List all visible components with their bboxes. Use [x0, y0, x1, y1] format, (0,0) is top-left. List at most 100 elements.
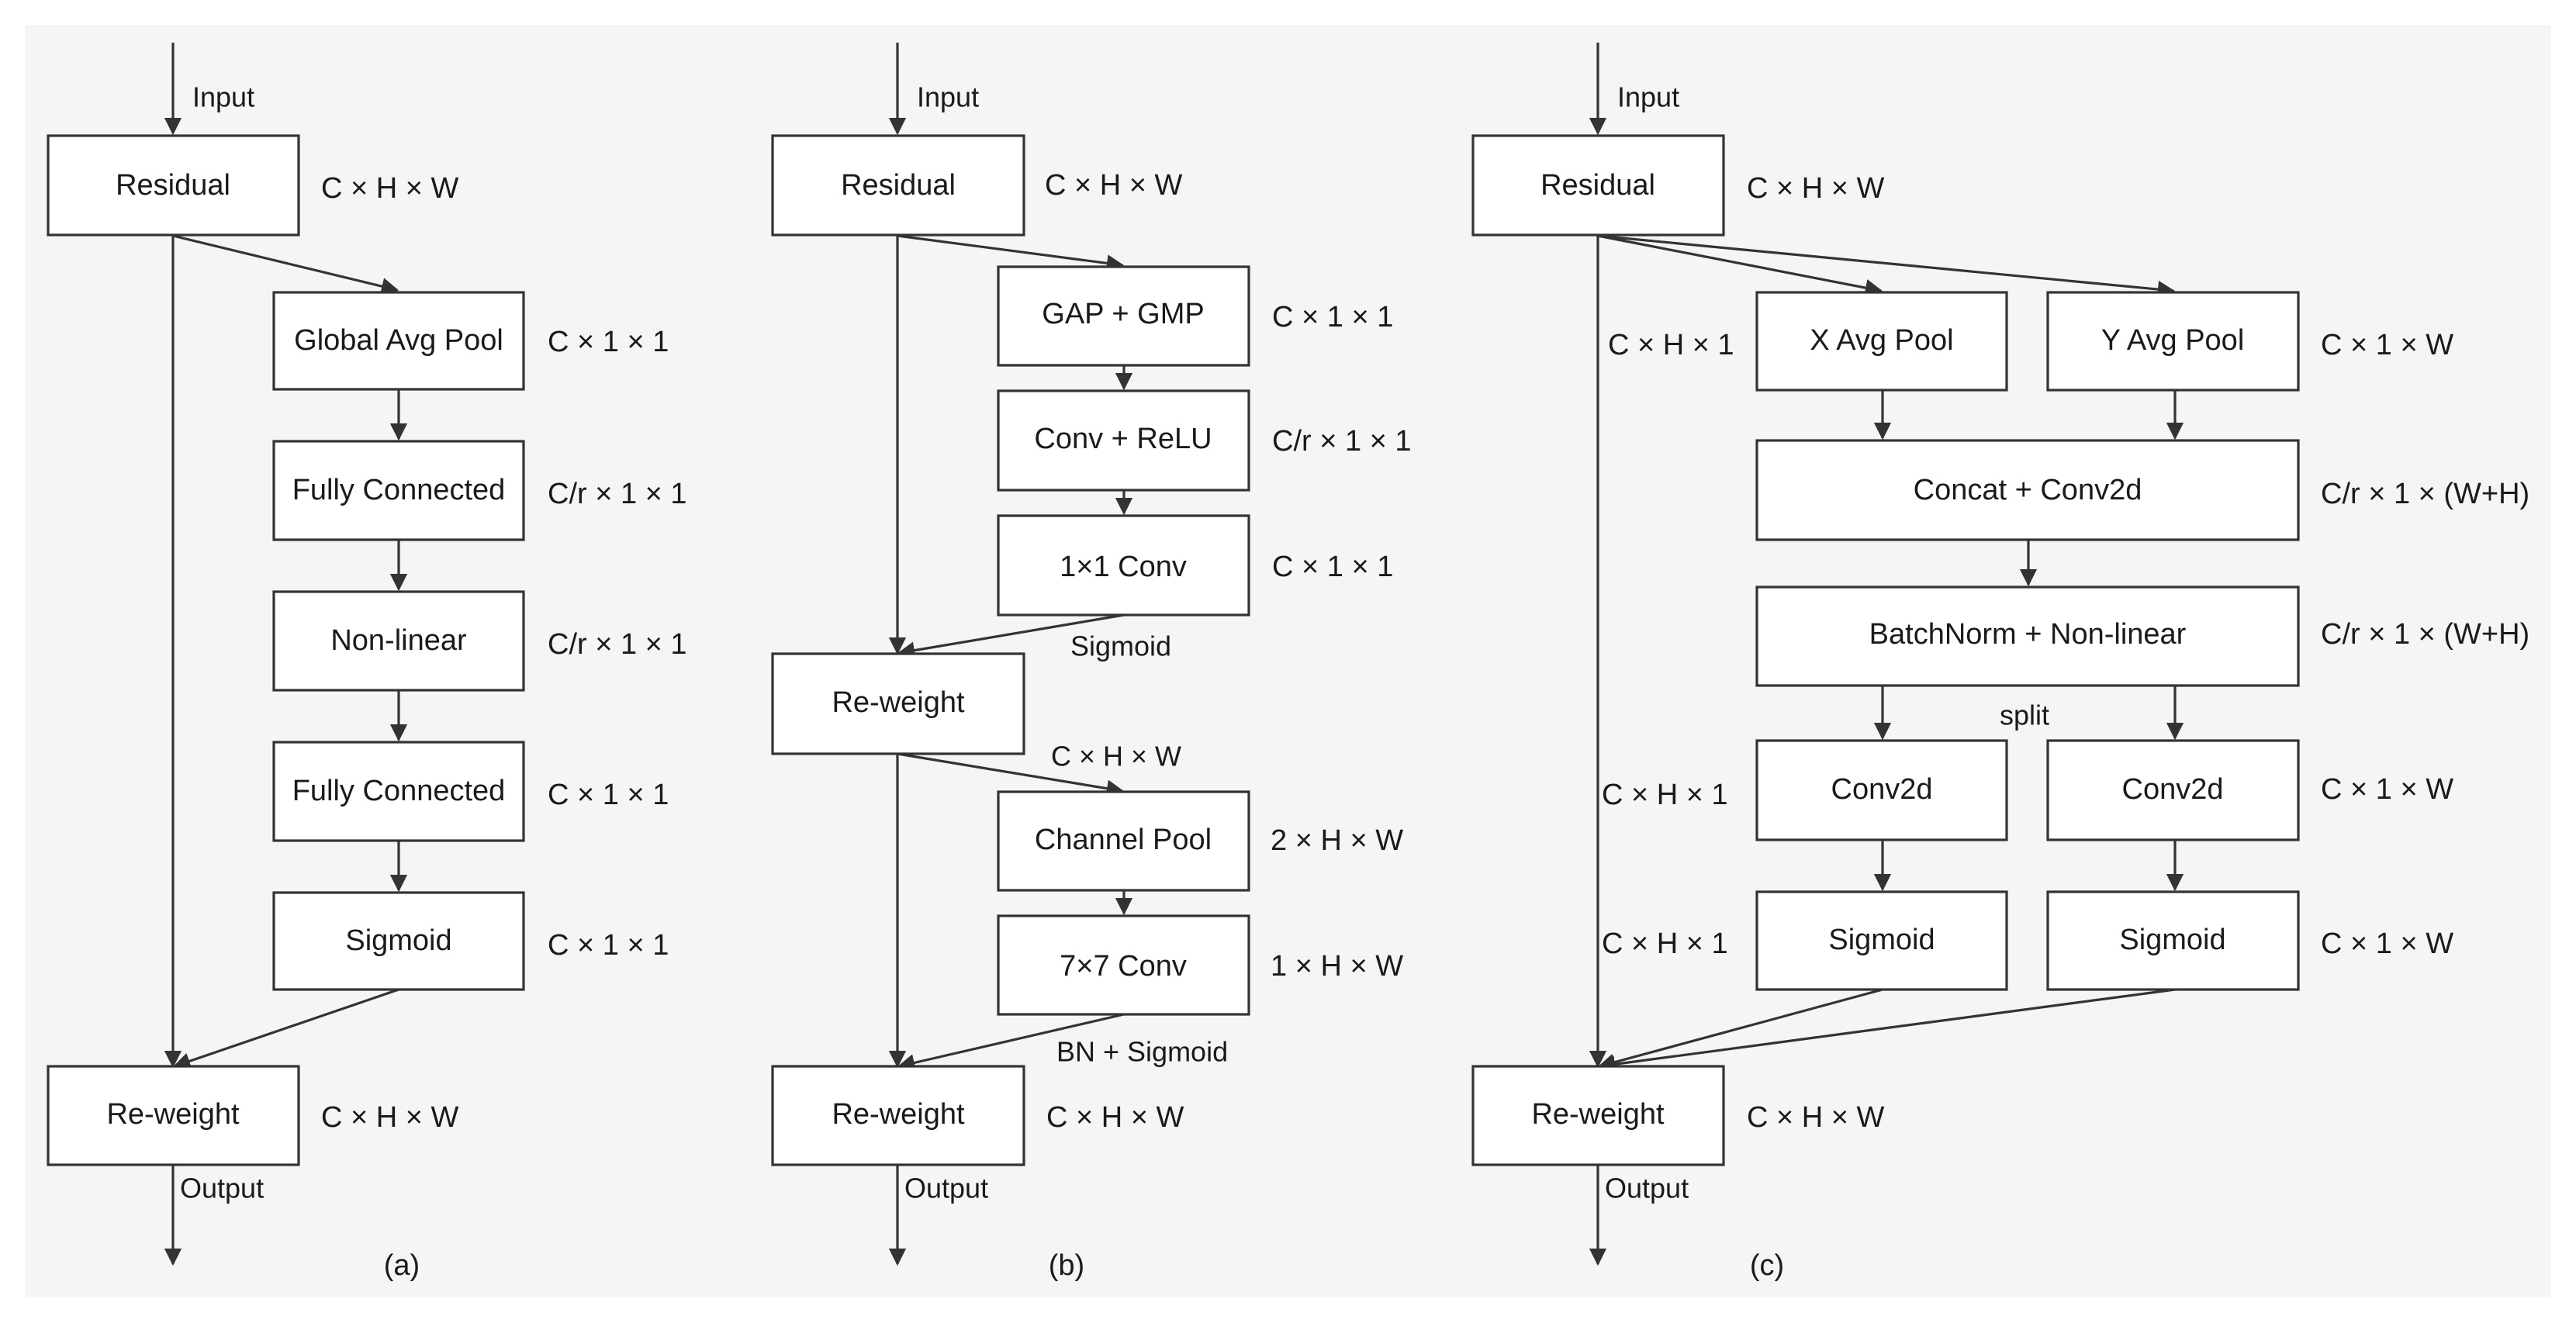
c-y-conv2d-box — [2046, 739, 2300, 841]
a-sigmoid-dim: C × 1 × 1 — [548, 929, 669, 962]
c-concat-conv-box — [1755, 439, 2300, 541]
panel-b: Input Output Residual C × H × W GAP + GM… — [771, 43, 1412, 1282]
a-global-avg-pool-label: Global Avg Pool — [294, 324, 503, 357]
b-residual-box — [771, 134, 1025, 237]
b-channel-sigmoid-label: Sigmoid — [1070, 630, 1171, 662]
c-y-sigmoid-dim: C × 1 × W — [2321, 927, 2453, 960]
b-conv-relu-box — [997, 389, 1250, 492]
c-x-avg-pool-label: X Avg Pool — [1810, 324, 1953, 357]
c-residual-dim: C × H × W — [1747, 172, 1884, 205]
b-output-label: Output — [904, 1173, 988, 1204]
a-reweight-box — [47, 1065, 300, 1166]
c-y-conv2d-label: Conv2d — [2122, 773, 2224, 806]
a-caption: (a) — [384, 1249, 420, 1282]
a-residual-dim: C × H × W — [321, 172, 458, 205]
a-sigmoid-merge-arrow — [172, 988, 399, 1070]
c-x-avg-pool-box — [1755, 291, 2008, 392]
c-residual-label: Residual — [1540, 169, 1655, 202]
b-caption: (b) — [1049, 1249, 1084, 1282]
b-7x7-conv-dim: 1 × H × W — [1271, 950, 1403, 983]
c-y-avg-pool-label: Y Avg Pool — [2101, 324, 2245, 357]
c-x-conv2d-label: Conv2d — [1831, 773, 1933, 806]
c-y-avg-pool-box — [2046, 291, 2300, 392]
b-input-label: Input — [917, 81, 979, 113]
b-gap-gmp-box — [997, 265, 1250, 367]
b-7x7-conv-label: 7×7 Conv — [1060, 950, 1187, 983]
a-reweight-dim: C × H × W — [321, 1101, 458, 1134]
b-residual-dim: C × H × W — [1045, 169, 1182, 202]
b-gap-gmp-dim: C × 1 × 1 — [1272, 301, 1393, 333]
a-non-linear-label: Non-linear — [330, 624, 467, 657]
a-fully-connected-1-box — [272, 440, 525, 541]
c-output-label: Output — [1605, 1173, 1689, 1204]
c-input-label: Input — [1617, 81, 1679, 113]
b-spatial-merge-arrow — [897, 1013, 1125, 1072]
b-7x7-conv-box — [997, 914, 1250, 1016]
a-residual-label: Residual — [116, 169, 230, 202]
a-sigmoid-label: Sigmoid — [345, 924, 451, 957]
b-1x1-conv-box — [997, 514, 1250, 617]
a-fully-connected-2-label: Fully Connected — [292, 775, 506, 807]
a-global-avg-pool-box — [272, 291, 525, 391]
c-reweight-label: Re-weight — [1531, 1098, 1665, 1131]
c-x-pool-arrow — [1597, 234, 1883, 297]
b-channel-branch-arrow — [897, 234, 1125, 272]
c-reweight-dim: C × H × W — [1747, 1101, 1884, 1134]
b-reweight-1-box — [771, 652, 1025, 755]
c-batchnorm-label: BatchNorm + Non-linear — [1869, 618, 2187, 651]
c-concat-conv-label: Concat + Conv2d — [1914, 474, 2142, 506]
b-reweight-2-dim: C × H × W — [1046, 1101, 1184, 1134]
c-y-merge-arrow — [1597, 988, 2176, 1073]
a-residual-box — [47, 134, 300, 237]
b-reweight-1-label: Re-weight — [832, 686, 965, 719]
c-y-conv2d-dim: C × 1 × W — [2321, 773, 2453, 806]
b-1x1-conv-dim: C × 1 × 1 — [1272, 551, 1393, 583]
b-reweight-2-box — [771, 1065, 1025, 1166]
c-x-sigmoid-box — [1755, 890, 2008, 991]
c-split-label: split — [2000, 699, 2049, 731]
a-output-label: Output — [180, 1173, 264, 1204]
a-fully-connected-1-label: Fully Connected — [292, 474, 506, 506]
a-sigmoid-box — [272, 891, 525, 991]
c-y-pool-arrow — [1597, 234, 2176, 299]
b-bn-sigmoid-label: BN + Sigmoid — [1056, 1036, 1228, 1068]
a-fully-connected-1-dim: C/r × 1 × 1 — [548, 478, 687, 510]
b-channel-pool-dim: 2 × H × W — [1271, 824, 1403, 857]
b-residual-label: Residual — [841, 169, 956, 202]
b-gap-gmp-label: GAP + GMP — [1042, 298, 1204, 330]
b-1x1-conv-label: 1×1 Conv — [1060, 551, 1187, 583]
b-spatial-branch-arrow — [897, 752, 1125, 797]
c-x-merge-arrow — [1597, 988, 1883, 1071]
c-batchnorm-box — [1755, 586, 2300, 687]
c-x-sigmoid-dim: C × H × 1 — [1602, 927, 1728, 960]
b-reweight-2-label: Re-weight — [832, 1098, 965, 1131]
a-non-linear-box — [272, 590, 525, 692]
c-residual-box — [1471, 134, 1725, 237]
a-fully-connected-2-dim: C × 1 × 1 — [548, 779, 669, 811]
b-channel-merge-arrow — [897, 613, 1125, 659]
b-channel-pool-label: Channel Pool — [1035, 824, 1212, 856]
c-y-avg-pool-dim: C × 1 × W — [2321, 329, 2453, 361]
a-fully-connected-2-box — [272, 741, 525, 842]
b-conv-relu-label: Conv + ReLU — [1034, 423, 1212, 455]
a-non-linear-dim: C/r × 1 × 1 — [548, 628, 687, 661]
c-y-sigmoid-label: Sigmoid — [2119, 924, 2225, 956]
b-conv-relu-dim: C/r × 1 × 1 — [1272, 425, 1412, 458]
a-reweight-label: Re-weight — [106, 1098, 240, 1131]
b-channel-pool-box — [997, 790, 1250, 892]
c-y-sigmoid-box — [2046, 890, 2300, 991]
c-reweight-box — [1471, 1065, 1725, 1166]
c-x-conv2d-box — [1755, 739, 2008, 841]
c-x-conv2d-dim: C × H × 1 — [1602, 779, 1728, 811]
a-global-avg-pool-dim: C × 1 × 1 — [548, 326, 669, 358]
b-reweight-1-dim: C × H × W — [1051, 741, 1181, 772]
a-input-label: Input — [192, 81, 254, 113]
c-caption: (c) — [1750, 1249, 1784, 1282]
a-branch-arrow — [172, 234, 399, 295]
c-concat-conv-dim: C/r × 1 × (W+H) — [2321, 478, 2529, 510]
panel-c: Input Output Residual C × H × W X Avg Po… — [1471, 43, 2529, 1282]
panel-a: Input Output Residual C × H × W Global A… — [47, 43, 687, 1282]
c-batchnorm-dim: C/r × 1 × (W+H) — [2321, 618, 2529, 651]
c-x-avg-pool-dim: C × H × 1 — [1608, 329, 1734, 361]
